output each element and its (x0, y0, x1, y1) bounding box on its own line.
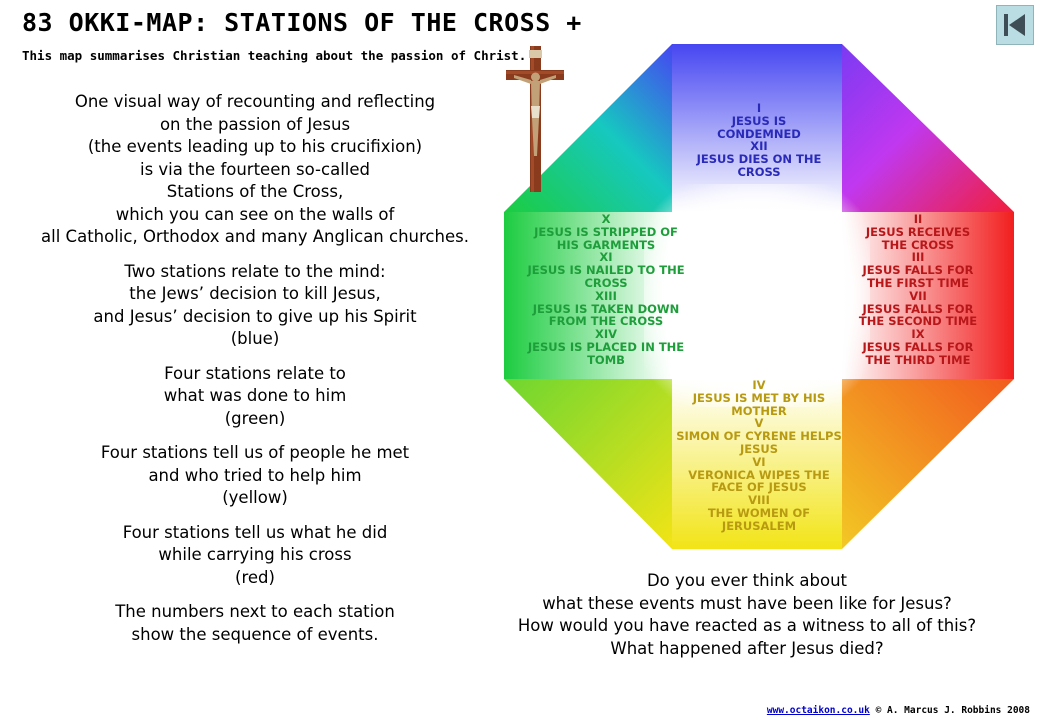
crucifix-icon (506, 46, 564, 192)
green-stations-label: X JESUS IS STRIPPED OF HIS GARMENTS XI J… (527, 212, 685, 367)
website-link[interactable]: www.octaikon.co.uk (766, 705, 870, 716)
explanation-text: One visual way of recounting and reflect… (20, 91, 490, 658)
page-title: 83 OKKI-MAP: STATIONS OF THE CROSS + (22, 8, 582, 37)
did-paragraph: Four stations tell us what he did while … (122, 522, 388, 587)
intro-paragraph: One visual way of recounting and reflect… (41, 92, 469, 246)
stations-octagon-map: I JESUS IS CONDEMNED XII JESUS DIES ON T… (504, 44, 1014, 549)
red-stations-label: II JESUS RECEIVES THE CROSS III JESUS FA… (858, 212, 978, 367)
skip-back-icon (1004, 14, 1025, 36)
octagon-background (504, 44, 1014, 549)
copyright-text: © A. Marcus J. Robbins 2008 (875, 705, 1030, 716)
reflection-questions: Do you ever think about what these event… (517, 571, 977, 658)
yellow-stations-label: IV JESUS IS MET BY HIS MOTHER V SIMON OF… (676, 378, 842, 533)
numbers-paragraph: The numbers next to each station show th… (115, 602, 395, 644)
back-button[interactable] (996, 5, 1034, 45)
mind-paragraph: Two stations relate to the mind: the Jew… (93, 261, 417, 349)
done-paragraph: Four stations relate to what was done to… (163, 363, 347, 428)
footer: www.octaikon.co.uk © A. Marcus J. Robbin… (767, 705, 1030, 716)
blue-stations-label: I JESUS IS CONDEMNED XII JESUS DIES ON T… (696, 101, 822, 179)
page-subtitle: This map summarises Christian teaching a… (22, 48, 527, 63)
people-paragraph: Four stations tell us of people he met a… (100, 443, 410, 507)
